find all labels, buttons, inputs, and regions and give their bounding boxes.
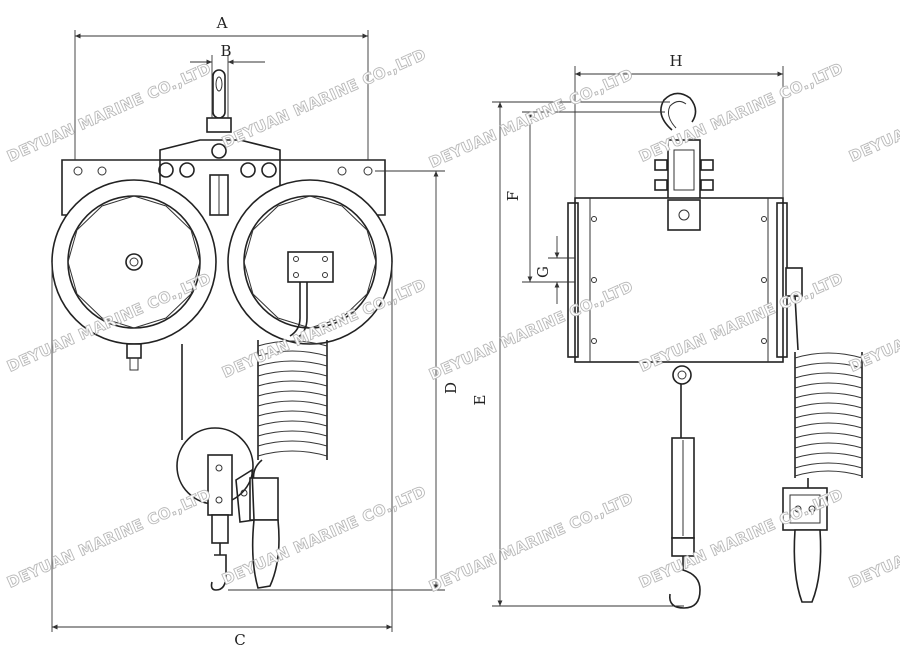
dimension-c: C (51, 262, 393, 649)
front-view: A B C D (51, 14, 460, 649)
dimension-label-d: D (442, 382, 460, 394)
dimension-e: E (471, 101, 684, 607)
dimension-label-h: H (669, 52, 682, 70)
watermark-text: DEYUAN MARINE CO.,LTD (426, 65, 636, 172)
dimension-label-e: E (471, 395, 489, 406)
dimension-label-c: C (234, 631, 245, 649)
watermark-text: DEYUAN MARINE CO.,LTD (426, 489, 636, 596)
rope-and-pulley (176, 344, 254, 591)
dimension-label-b: B (220, 42, 231, 60)
dimension-label-f: F (504, 191, 522, 201)
coiled-cable-side (794, 295, 863, 488)
hoist-body-side (567, 197, 803, 363)
dimension-a: A (74, 14, 369, 160)
watermark-text: DEYUAN MARINE CO.,LTD (4, 485, 214, 592)
top-hook-side (654, 92, 714, 201)
watermark-text: DEYUAN MARINE CO.,LTD (219, 45, 429, 152)
pendant-handle-side (782, 487, 828, 603)
dimension-label-a: A (216, 14, 228, 32)
watermark-text-partial: DEYUAN (846, 546, 900, 592)
dimension-f: F (504, 111, 665, 283)
dimension-d: D (228, 170, 460, 591)
watermark-text: DEYUAN MARINE CO.,LTD (636, 59, 846, 166)
dimension-label-g: G (534, 266, 552, 278)
pendant-handle-front (235, 468, 280, 589)
side-view: H E F G (471, 52, 863, 609)
dimension-b: B (190, 42, 265, 118)
bottom-hook-side (668, 365, 701, 609)
watermark-text-partial: DEYUAN (846, 330, 900, 376)
dimension-h: H (574, 52, 784, 198)
right-drum (227, 179, 393, 345)
top-hook-front (206, 69, 232, 133)
dimension-g: G (534, 236, 575, 304)
watermark-text-partial: DEYUAN (846, 120, 900, 166)
